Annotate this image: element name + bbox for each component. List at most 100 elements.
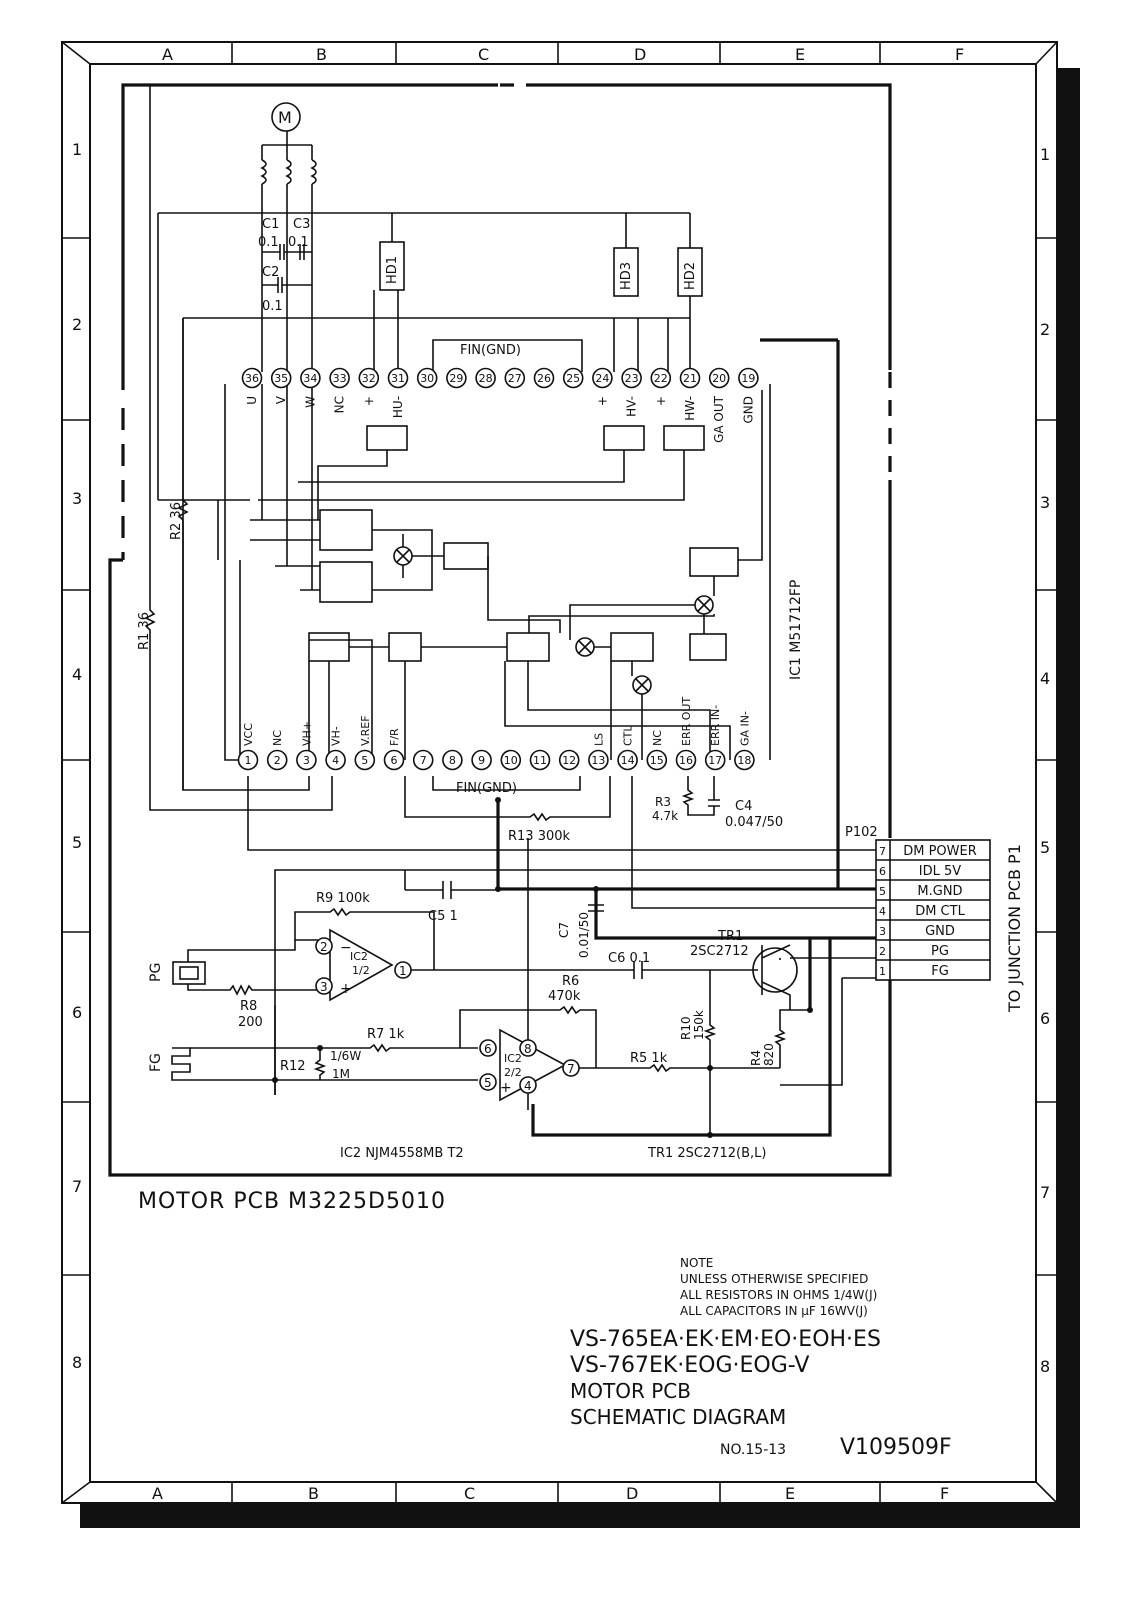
ic1-pin-10 [500,749,522,771]
control-block-1 [443,542,489,570]
ic1-pin-17 [704,749,726,771]
hd3-sensor: HD3 [613,247,639,297]
opa-pin-non: 3 [320,980,328,994]
r10-value: 150k [692,1010,706,1040]
ic1-pin-4 [325,749,346,771]
hv-amp-block [603,425,645,451]
note-block: NOTE UNLESS OTHERWISE SPECIFIED ALL RESI… [680,1256,877,1318]
col-label-a-top: A [162,45,173,64]
c3-label: C3 [293,217,310,232]
connector-pin-label: GND [925,924,955,939]
ic1-pin-6 [383,749,405,771]
c6-label: C6 0.1 [608,951,650,966]
row-label-1-left: 1 [72,140,82,159]
r6-label: R6 [562,974,579,989]
title-block: VS-765EA·EK·EM·EO·EOH·ES VS-767EK·EOG·EO… [570,1327,952,1460]
ic1-pin-number: 2 [274,754,281,767]
ic1-pin-number: 18 [737,754,751,767]
row-label-2-left: 2 [72,315,82,334]
r4-label: R4 [749,1050,763,1066]
hd1-label: HD1 [385,256,400,284]
ic1-pin-number: 30 [420,372,434,385]
fg-amplifier [171,838,813,1138]
ic1-pin-label: CTL [622,725,635,746]
r13-network [404,776,611,822]
connector-pin-label: FG [931,964,949,979]
ic1-fin-bottom: FIN(GND) [456,781,517,796]
ic1-pin-label: GA OUT [712,395,726,443]
ic1-pin-number: 23 [625,372,639,385]
ic1-pin-number: 33 [333,372,347,385]
row-label-3-left: 3 [72,489,82,508]
ic2b-unit: 2/2 [504,1066,522,1079]
ic1-pin-number: 9 [478,754,485,767]
c3-value: 0.1 [288,235,309,250]
hd2-sensor: HD2 [677,247,703,297]
hd3-label: HD3 [619,262,634,290]
ic1-pin-35 [270,367,292,389]
row-label-3-right: 3 [1040,493,1050,512]
r4-value: 820 [762,1043,776,1066]
ic1-pin-33 [329,367,350,389]
c4-value: 0.047/50 [725,815,783,830]
ic1-internal-wiring [217,339,771,761]
ic1-pin-23 [621,367,642,389]
logic-block-2 [319,561,373,603]
ic1-pin-14 [617,749,638,771]
motor-label: M [278,108,292,127]
ic1-pin-label: + [362,396,376,406]
opb-pin-vplus: 8 [524,1042,532,1056]
ic1-pin-number: 8 [449,754,456,767]
row-label-7-right: 7 [1040,1183,1050,1202]
ic1-pin-number: 32 [362,372,376,385]
ic1-pin-2 [266,749,288,771]
ic2b-plus: + [500,1080,512,1096]
r2-label: R2 36 [169,502,184,540]
ic1-fin-top: FIN(GND) [460,343,521,358]
r3-c4-network [681,776,720,816]
col-label-f-top: F [955,45,964,64]
row-label-7-left: 7 [72,1177,82,1196]
pg-sensor-label: PG [148,963,164,982]
row-label-5-right: 5 [1040,838,1050,857]
ic1-pin-number: 14 [621,754,635,767]
ic1-pin-number: 6 [391,754,398,767]
ic1-pin-8 [442,749,463,771]
logic-block-1 [319,509,373,551]
ic1-pin-number: 15 [650,754,664,767]
pg-amplifier [172,907,758,1095]
row-label-6-left: 6 [72,1003,82,1022]
hd1-sensor: HD1 [379,241,405,291]
ic1-pin-label: + [595,396,609,406]
ic1-pin-number: 5 [361,754,368,767]
zone-dividers [62,42,1057,1503]
ic1-pin-number: 11 [533,754,547,767]
hu-amp-block [366,425,408,451]
motor-pcb-outline [108,83,893,1177]
row-label-5-left: 5 [72,833,82,852]
connector-pin-label: PG [931,944,949,959]
ic2a-plus: + [340,981,352,997]
vh-block [308,632,350,662]
note-line-2: UNLESS OTHERWISE SPECIFIED [680,1272,868,1286]
ic1-pin-30 [416,367,438,389]
ic1-pin-26 [533,367,555,389]
error-block-1 [506,632,550,662]
connector-pin-number: 5 [879,885,886,898]
connector-pin-label: DM POWER [903,844,977,859]
ic1-pin-label: V.REF [359,715,372,746]
col-label-a-bottom: A [152,1484,163,1503]
ic1-pin-31 [387,367,409,389]
opb-pin-non: 5 [484,1076,492,1090]
ic1-pin-15 [646,749,668,771]
r3-value: 4.7k [652,809,678,823]
ic1-pin-number: 21 [683,372,697,385]
ic1-pin-number: 12 [562,754,576,767]
row-label-8-right: 8 [1040,1357,1050,1376]
ic1-pin-number: 10 [504,754,518,767]
r8-value: 200 [238,1015,263,1030]
ic1-pin-29 [446,367,467,389]
row-label-6-right: 6 [1040,1009,1050,1028]
c1-label: C1 [262,217,279,232]
